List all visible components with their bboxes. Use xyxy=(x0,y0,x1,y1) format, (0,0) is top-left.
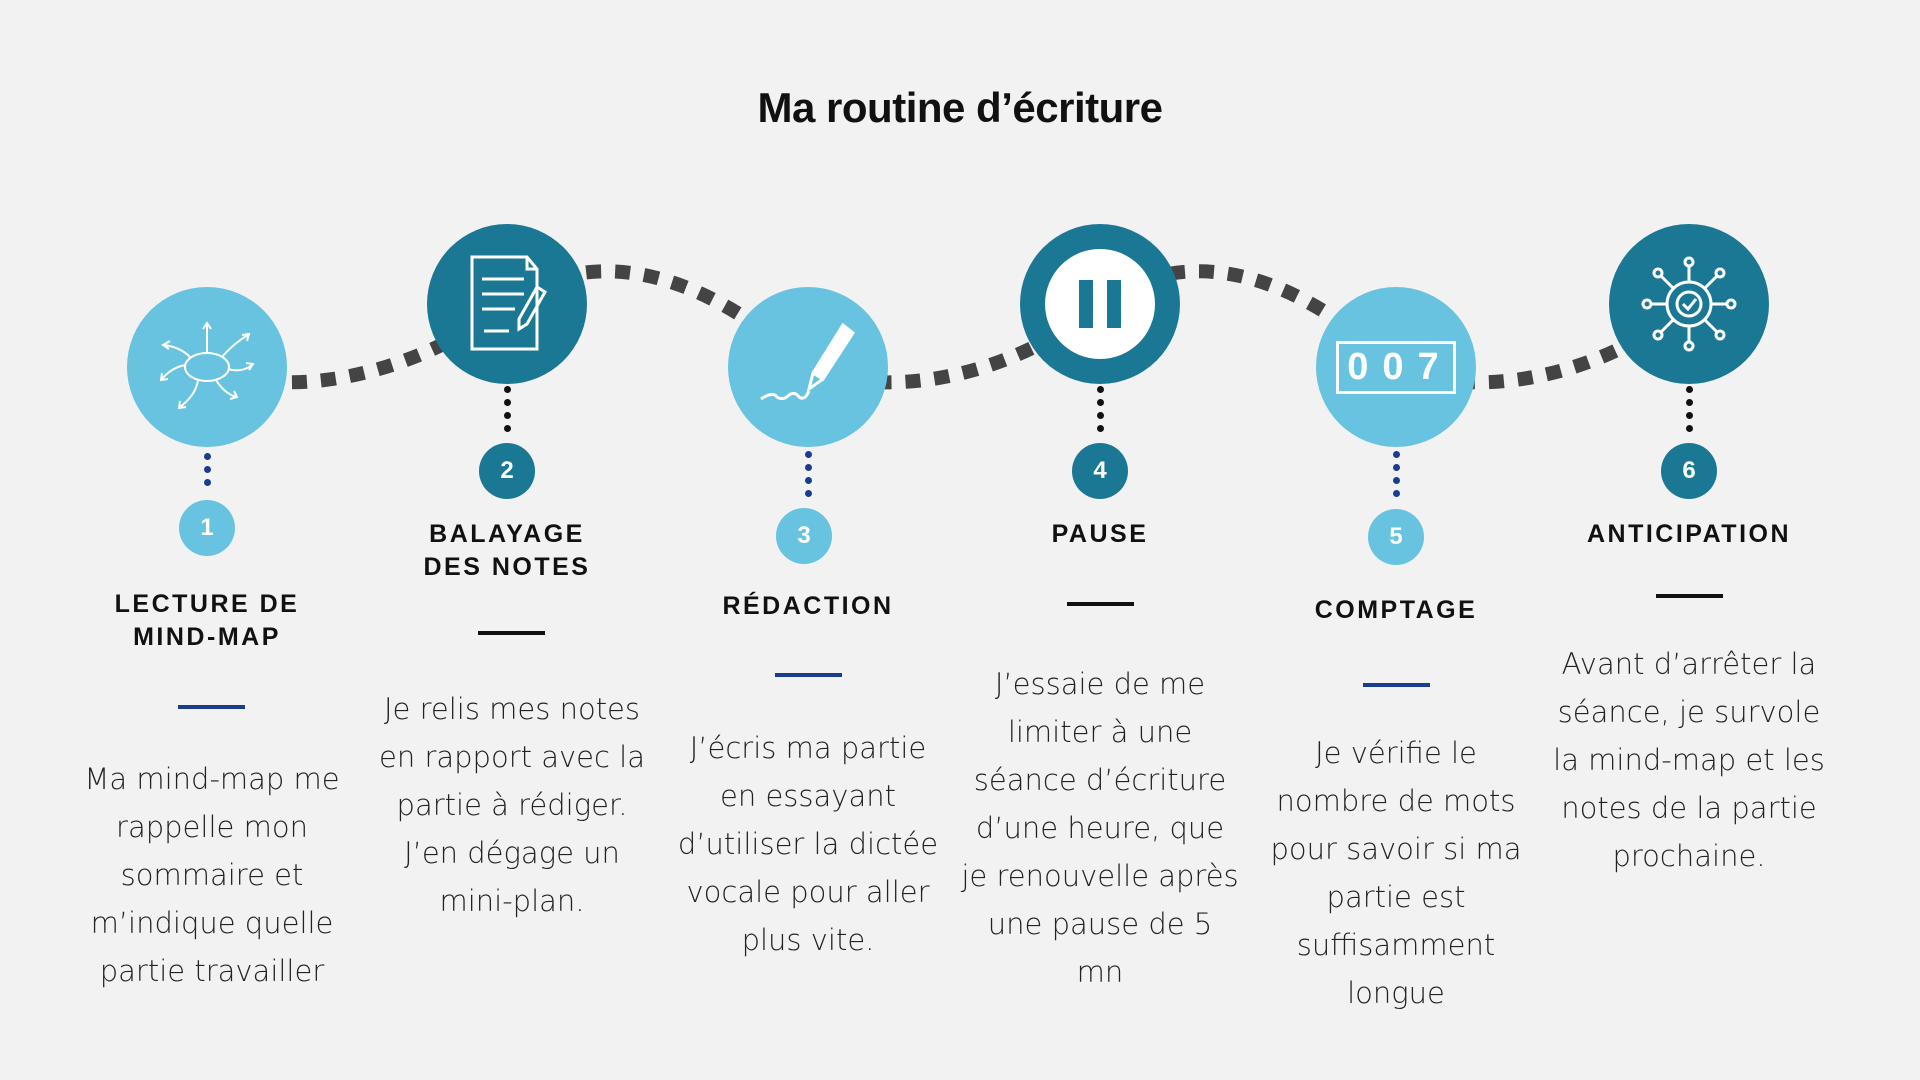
pause-icon xyxy=(1045,249,1155,359)
step-5-heading: COMPTAGE xyxy=(1246,594,1546,627)
step-2-connector xyxy=(504,386,511,438)
step-1-text: Ma mind-map me rappelle mon sommaire et … xyxy=(84,762,340,988)
step-6-circle xyxy=(1609,224,1769,384)
counter-digits: 007 xyxy=(1347,345,1453,388)
step-2-heading: BALAYAGE DES NOTES xyxy=(357,518,657,584)
heading-line: COMPTAGE xyxy=(1314,596,1478,624)
step-1-heading: LECTURE DE MIND-MAP xyxy=(57,588,357,654)
step-6-badge: 6 xyxy=(1661,443,1717,499)
pen-signature-icon xyxy=(760,322,856,401)
step-3-heading: RÉDACTION xyxy=(658,590,958,623)
step-3-badge: 3 xyxy=(776,508,832,564)
step-1-circle xyxy=(127,287,287,447)
step-2-text: Je relis mes notes en rapport avec la pa… xyxy=(379,692,645,918)
step-1-connector xyxy=(204,453,211,492)
step-4-text: J’essaie de me limiter à une séance d’éc… xyxy=(961,667,1239,989)
step-6-heading: ANTICIPATION xyxy=(1539,518,1839,551)
step-5-text: Je vérifie le nombre de mots pour savoir… xyxy=(1270,736,1522,1010)
counter-icon: 007 xyxy=(1336,340,1456,394)
step-4-heading: PAUSE xyxy=(950,518,1250,551)
step-6-connector xyxy=(1686,386,1693,438)
heading-line: LECTURE DE xyxy=(114,590,300,618)
gear-network-icon xyxy=(1641,256,1737,352)
heading-line: RÉDACTION xyxy=(722,592,894,620)
step-3-connector xyxy=(805,451,812,503)
mind-map-icon xyxy=(159,321,255,410)
page-title: Ma routine d’écriture xyxy=(757,84,1163,131)
step-3-text: J’écris ma partie en essayant d’utiliser… xyxy=(677,731,939,957)
step-2-divider xyxy=(478,631,545,635)
heading-line: DES NOTES xyxy=(423,553,591,581)
step-2-badge: 2 xyxy=(479,443,535,499)
step-5-badge: 5 xyxy=(1368,509,1424,565)
step-5-divider xyxy=(1363,683,1430,687)
step-2-circle xyxy=(427,224,587,384)
document-pencil-icon xyxy=(470,255,548,351)
step-3-circle xyxy=(728,287,888,447)
step-6-text: Avant d’arrêter la séance, je survole la… xyxy=(1553,647,1825,873)
step-6-divider xyxy=(1656,594,1723,598)
step-4-badge: 4 xyxy=(1072,443,1128,499)
heading-line: BALAYAGE xyxy=(429,520,585,548)
step-4-divider xyxy=(1067,602,1134,606)
step-5-connector xyxy=(1393,451,1400,503)
step-1-divider xyxy=(178,705,245,709)
heading-line: PAUSE xyxy=(1051,520,1149,548)
step-1-badge: 1 xyxy=(179,500,235,556)
heading-line: ANTICIPATION xyxy=(1586,520,1792,548)
heading-line: MIND-MAP xyxy=(133,623,281,651)
step-4-circle xyxy=(1020,224,1180,384)
step-5-circle: 007 xyxy=(1316,287,1476,447)
step-4-connector xyxy=(1097,386,1104,438)
step-3-divider xyxy=(775,673,842,677)
